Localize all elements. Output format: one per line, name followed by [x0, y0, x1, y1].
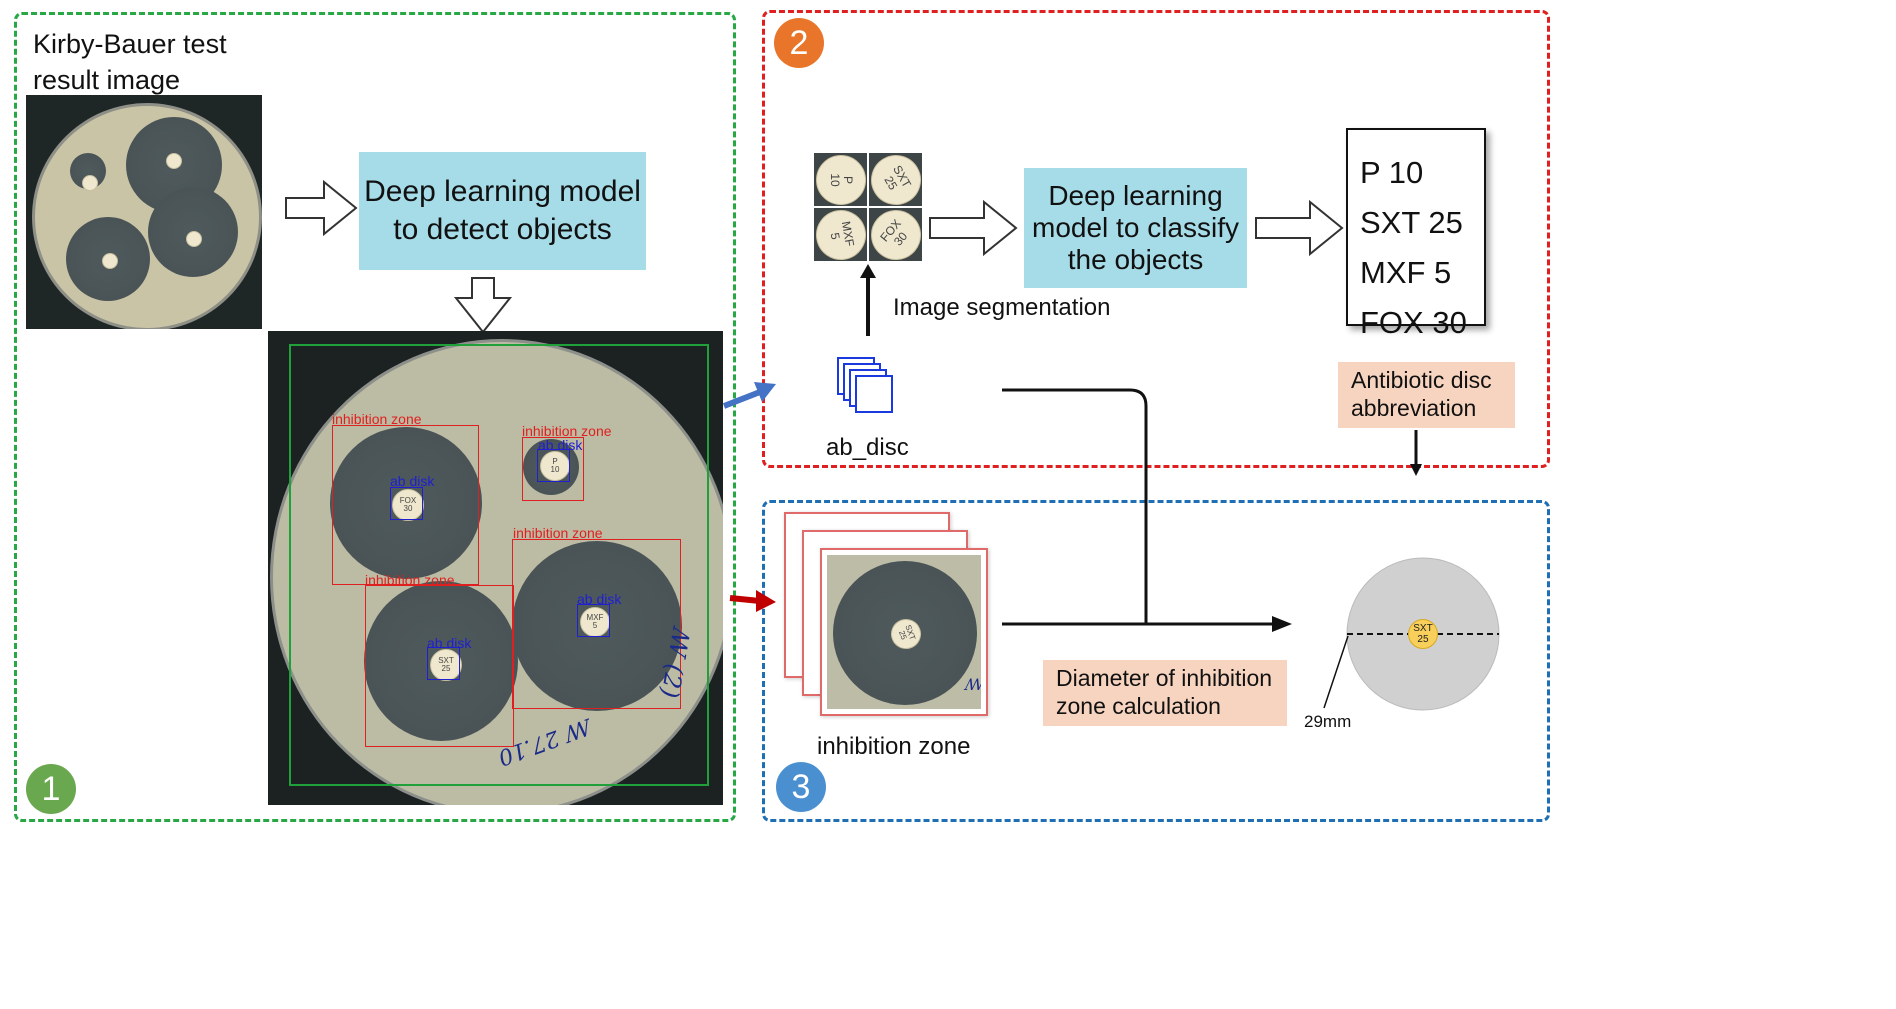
disk-box-sxt: [427, 647, 460, 680]
abbreviation-box: Antibiotic disc abbreviation: [1338, 362, 1515, 428]
measurement-value: 29mm: [1304, 712, 1352, 731]
arrow-segmentation-up: [860, 264, 876, 336]
arrow-to-panel-3: [729, 590, 776, 612]
tile-disc-p: P 10: [816, 155, 866, 205]
arrow-to-panel-2: [722, 382, 776, 409]
result-item: MXF 5: [1360, 255, 1452, 290]
disk-label-fox: ab disk: [390, 473, 435, 489]
panel-1-badge: 1: [26, 764, 76, 814]
arrow-abbrev-down: [1410, 430, 1422, 476]
zone-label-mxf: inhibition zone: [513, 525, 603, 541]
disk-label-p: ab disk: [538, 437, 583, 453]
measurement-diagram: [1323, 557, 1500, 711]
zone-box-sxt: [365, 585, 514, 747]
connector-line: [1002, 388, 1148, 624]
zone-box-p: [522, 437, 584, 501]
tile-disc-fox: FOX 30: [869, 208, 922, 261]
plate-bounding-box: [289, 344, 709, 786]
disk-box-mxf: [577, 604, 610, 637]
result-item: FOX 30: [1360, 305, 1467, 340]
panel-3-badge: 3: [776, 762, 826, 812]
disk-label-mxf: ab disk: [577, 591, 622, 607]
detected-disc-sxt: SXT 25: [430, 649, 462, 681]
tile-disc-mxf: MXF 5: [814, 208, 867, 261]
diameter-box: Diameter of inhibition zone calculation: [1043, 660, 1287, 726]
stacked-discs-icon: [837, 357, 893, 413]
result-item: SXT 25: [1360, 205, 1463, 240]
input-petri-photo: [26, 95, 262, 329]
segmented-tiles: P 10 SXT 25 MXF 5 FOX 30: [814, 153, 922, 261]
input-image-title: Kirby-Bauer test result image: [33, 29, 227, 95]
panel-2-badge: 2: [774, 18, 824, 68]
zone-stack-label: inhibition zone: [817, 733, 971, 760]
stack-label: ab_disc: [826, 434, 909, 461]
classification-results: P 10 SXT 25 MXF 5 FOX 30: [1346, 128, 1486, 340]
zone-label-sxt: inhibition zone: [365, 572, 455, 588]
panel-1-frame: [14, 12, 736, 822]
detection-image: FOX 30 P 10 MXF 5 SXT 25 inhibition zone…: [268, 331, 723, 805]
disk-box-p: [537, 449, 570, 482]
tile-disc-sxt: SXT 25: [869, 153, 922, 206]
measurement-disc: SXT 25: [1408, 619, 1438, 649]
detect-model-box: Deep learning model to detect objects: [359, 152, 646, 270]
disk-label-sxt: ab disk: [427, 635, 472, 651]
disk-box-fox: [390, 487, 423, 520]
zone-label-fox: inhibition zone: [332, 411, 422, 427]
classify-model-box: Deep learning model to classify the obje…: [1024, 168, 1247, 288]
zone-box-fox: [332, 425, 479, 585]
arrow-to-detect-model: [285, 179, 358, 237]
segmentation-caption: Image segmentation: [893, 294, 1111, 321]
arrow-to-detections: [453, 277, 513, 334]
zone-image-stack: SXT 25 ꟿ: [784, 512, 994, 722]
panel-3-frame: [762, 500, 1550, 822]
zone-label-p: inhibition zone: [522, 423, 612, 439]
detected-disc-fox: FOX 30: [392, 489, 424, 521]
arrow-to-classify-model: [929, 199, 1018, 257]
arrow-to-results: [1255, 199, 1344, 257]
arrow-to-measurement: [1002, 616, 1292, 632]
panel-2-frame: [762, 10, 1550, 468]
zone-box-mxf: [512, 539, 681, 709]
result-item: P 10: [1360, 155, 1424, 190]
